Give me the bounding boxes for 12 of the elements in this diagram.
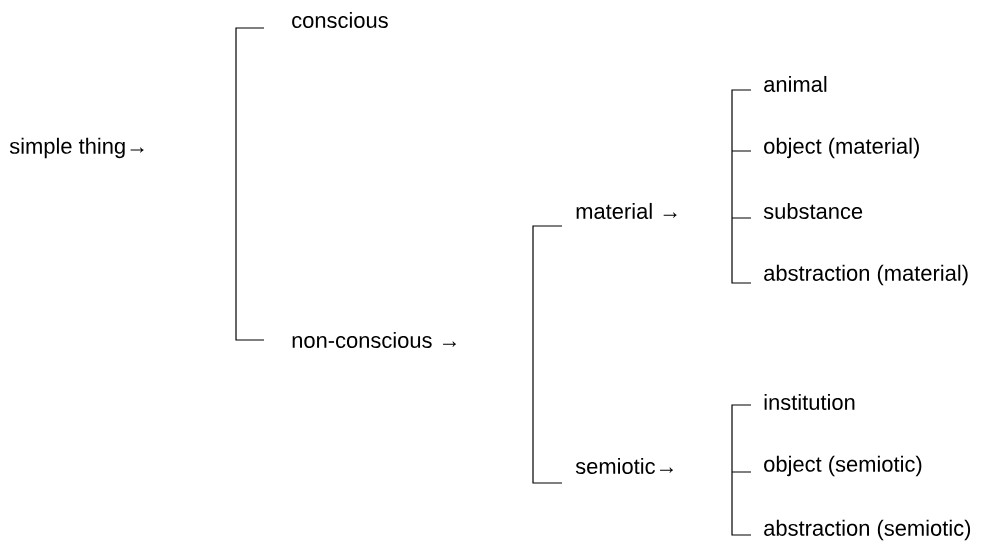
category-label: object (semiotic): [764, 455, 922, 477]
category-label: semiotic→: [575, 457, 674, 475]
category-label: material →: [576, 202, 677, 220]
category-label: abstraction (semiotic): [764, 519, 971, 541]
category-label: simple thing→: [9, 137, 144, 159]
category-label: non-conscious →: [292, 331, 457, 349]
category-label: abstraction (material): [764, 264, 968, 286]
category-label: animal: [764, 75, 827, 93]
category-label: object (material): [764, 137, 919, 159]
category-label: conscious: [292, 11, 388, 29]
category-label: institution: [764, 393, 855, 411]
category-label: substance: [763, 202, 863, 220]
